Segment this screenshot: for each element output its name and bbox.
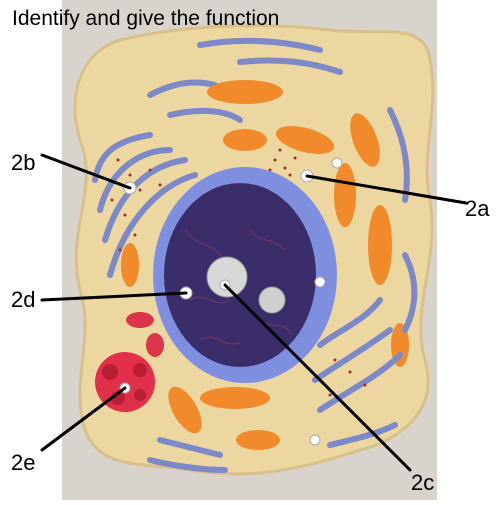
centriole-structure xyxy=(95,352,155,412)
label-2d: 2d xyxy=(11,287,36,312)
rough-er-left xyxy=(92,132,198,278)
pointer-2b xyxy=(40,153,132,190)
label-2e: 2e xyxy=(11,450,36,475)
mitochondrion xyxy=(334,163,356,227)
label-2c: 2c xyxy=(411,470,435,495)
mitochondrion xyxy=(121,243,139,287)
mitochondrion xyxy=(168,386,202,434)
pointer-2d xyxy=(40,291,188,302)
question-title: Identify and give the function xyxy=(12,7,280,30)
er-right xyxy=(147,107,418,473)
ribosomes-left xyxy=(110,158,162,252)
mitochondrion xyxy=(200,387,270,409)
mitochondrion xyxy=(275,126,335,154)
vesicle xyxy=(126,312,154,328)
pointer-lines xyxy=(40,153,468,472)
mitochondrion xyxy=(350,113,380,167)
mitochondrion xyxy=(223,129,267,151)
pointer-2a xyxy=(305,174,468,205)
nucleolus-secondary xyxy=(258,286,286,314)
mitochondrion xyxy=(236,430,280,450)
mitochondrion xyxy=(207,80,283,104)
nucleolus xyxy=(206,256,248,298)
mitochondria-group xyxy=(121,80,409,450)
vesicle xyxy=(146,333,164,357)
mitochondrion xyxy=(368,205,392,285)
pointer-2e xyxy=(40,386,127,452)
label-2a: 2a xyxy=(465,196,490,221)
label-2b: 2b xyxy=(11,150,36,175)
pointer-2c xyxy=(223,283,412,472)
er-top xyxy=(147,37,343,123)
